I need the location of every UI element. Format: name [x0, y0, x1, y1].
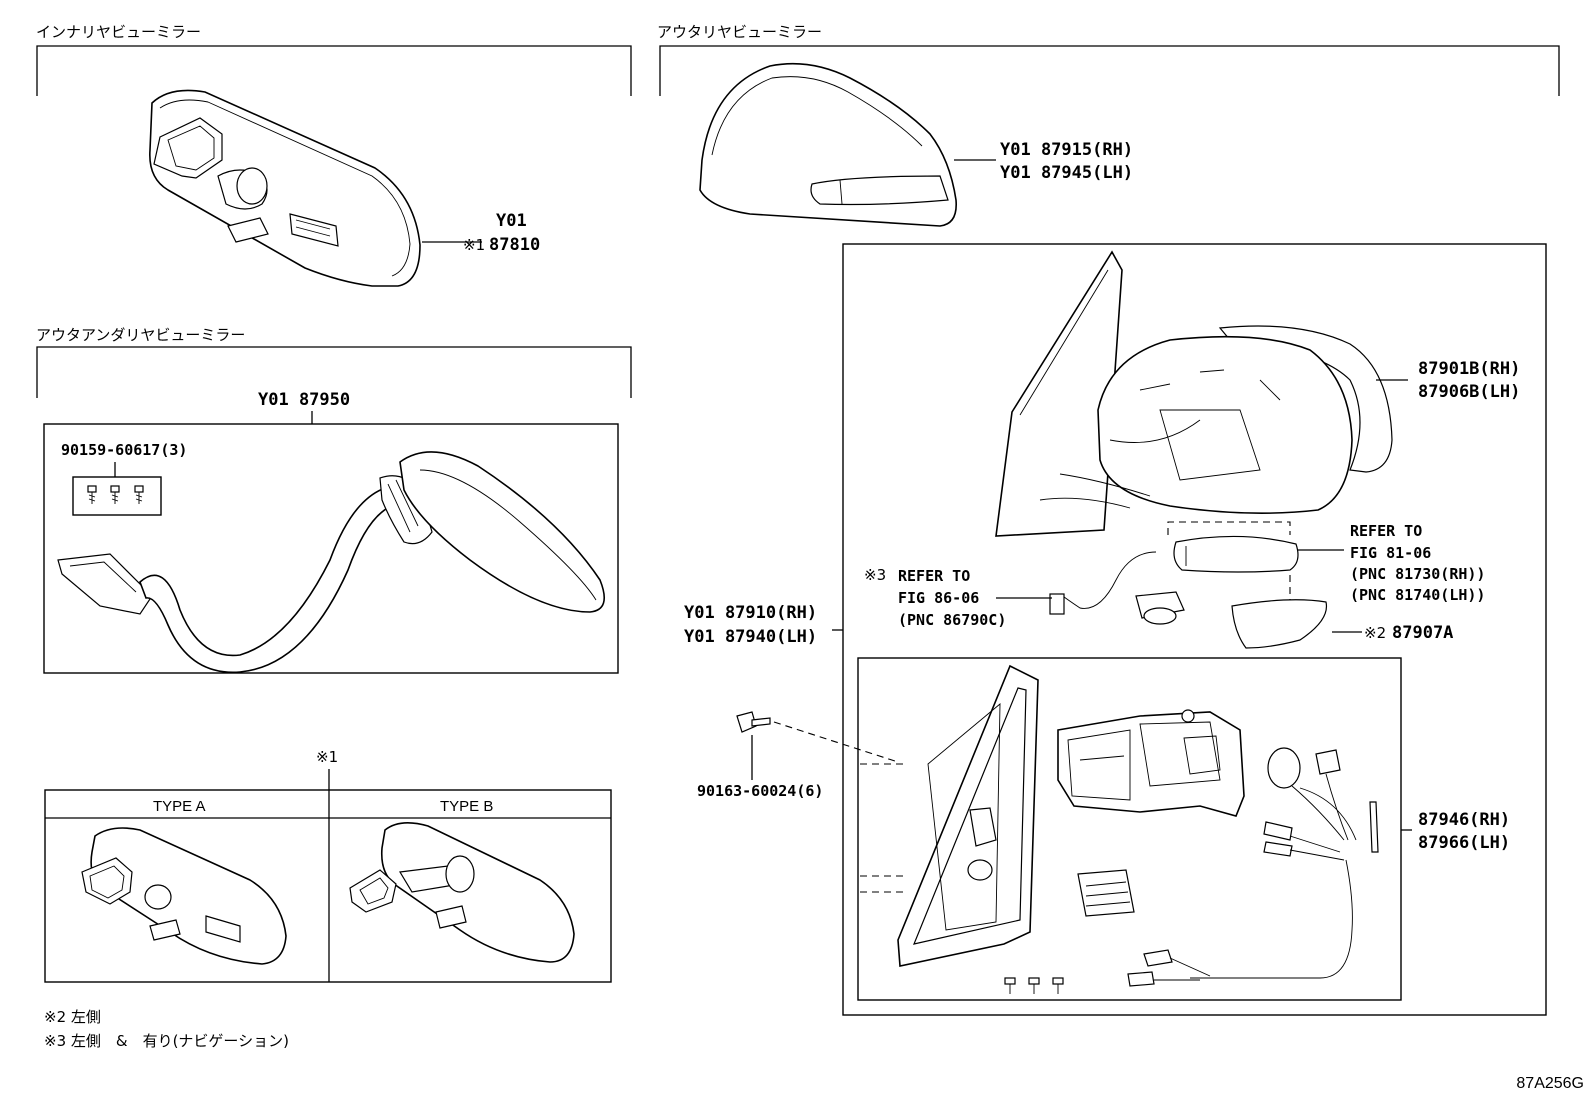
inner-mirror-illustration — [149, 89, 421, 287]
outer-under-mirror-section: アウタアンダリヤビューミラー Y01 87950 90159-60617(3) — [36, 326, 632, 674]
outer-mirror-title: アウタリヤビューミラー — [657, 23, 822, 41]
outer-under-mirror-illustration — [57, 451, 606, 674]
motor-lh-no: 87966(LH) — [1418, 833, 1510, 853]
motor-illustration — [860, 664, 1379, 994]
outer-under-mirror-title: アウタアンダリヤビューミラー — [36, 326, 245, 344]
assy-rh-no: Y01 87910(RH) — [684, 603, 817, 623]
mirror-cover-illustration — [699, 62, 957, 227]
outer-under-mirror-screw-no: 90159-60617(3) — [61, 441, 187, 459]
housing-rh-no: 87901B(RH) — [1418, 359, 1520, 379]
refer3-line1: REFER TO — [898, 567, 970, 585]
outer-under-mirror-bracket — [36, 346, 632, 398]
type-a-label: TYPE A — [153, 798, 206, 815]
lamp-refer-line3: (PNC 81730(RH)) — [1350, 565, 1485, 583]
bolt-no: 90163-60024(6) — [697, 782, 823, 800]
inner-mirror-title: インナリヤビューミラー — [36, 23, 201, 41]
lamp-refer-line1: REFER TO — [1350, 522, 1422, 540]
outer-mirror-section: アウタリヤビューミラー Y01 87915(RH) Y01 87945(LH) … — [657, 23, 1560, 1016]
type-b-label: TYPE B — [440, 798, 493, 815]
lamp-refer-line4: (PNC 81740(LH)) — [1350, 586, 1485, 604]
outer-under-mirror-assy-no: Y01 87950 — [258, 390, 350, 410]
refer3-mark: ※3 — [864, 566, 886, 584]
inner-mirror-bracket — [36, 45, 632, 96]
motor-rh-no: 87946(RH) — [1418, 810, 1510, 830]
type-table-box — [44, 789, 612, 983]
figure-id: 87A256G — [1516, 1075, 1584, 1092]
note-2: ※2 左側 — [44, 1008, 101, 1026]
note-3: ※3 左側 & 有り(ナビゲーション) — [44, 1032, 289, 1050]
screw-icons — [87, 485, 144, 504]
inner-mirror-prefix: Y01 — [496, 211, 527, 231]
inner-mirror-section: インナリヤビューミラー Y01 ※1 87810 — [36, 23, 632, 287]
type-table-note: ※1 — [316, 748, 338, 766]
refer3-line3: (PNC 86790C) — [898, 611, 1006, 629]
inner-mirror-part-no: 87810 — [489, 235, 540, 255]
lamp-cover-no: 87907A — [1392, 623, 1453, 643]
lamp-cover-mark: ※2 — [1364, 624, 1386, 642]
turn-signal-lamp-illustration — [1049, 521, 1328, 649]
inner-mirror-note-mark: ※1 — [463, 236, 485, 254]
housing-lh-no: 87906B(LH) — [1418, 382, 1520, 402]
screw-box — [72, 476, 162, 516]
type-b-mirror-illustration — [349, 822, 575, 963]
refer3-line2: FIG 86-06 — [898, 589, 979, 607]
mirror-housing-illustration — [995, 250, 1393, 537]
cover-lh-no: Y01 87945(LH) — [1000, 163, 1133, 183]
lamp-refer-line2: FIG 81-06 — [1350, 544, 1431, 562]
cover-rh-no: Y01 87915(RH) — [1000, 140, 1133, 160]
motor-box — [857, 657, 1402, 1001]
type-a-mirror-illustration — [81, 827, 287, 965]
bolt-illustration — [736, 711, 899, 780]
assy-lh-no: Y01 87940(LH) — [684, 627, 817, 647]
type-table-section: ※1 TYPE A TYPE B — [44, 748, 612, 983]
outer-mirror-bracket — [659, 45, 1560, 96]
outer-under-mirror-box — [43, 423, 619, 674]
